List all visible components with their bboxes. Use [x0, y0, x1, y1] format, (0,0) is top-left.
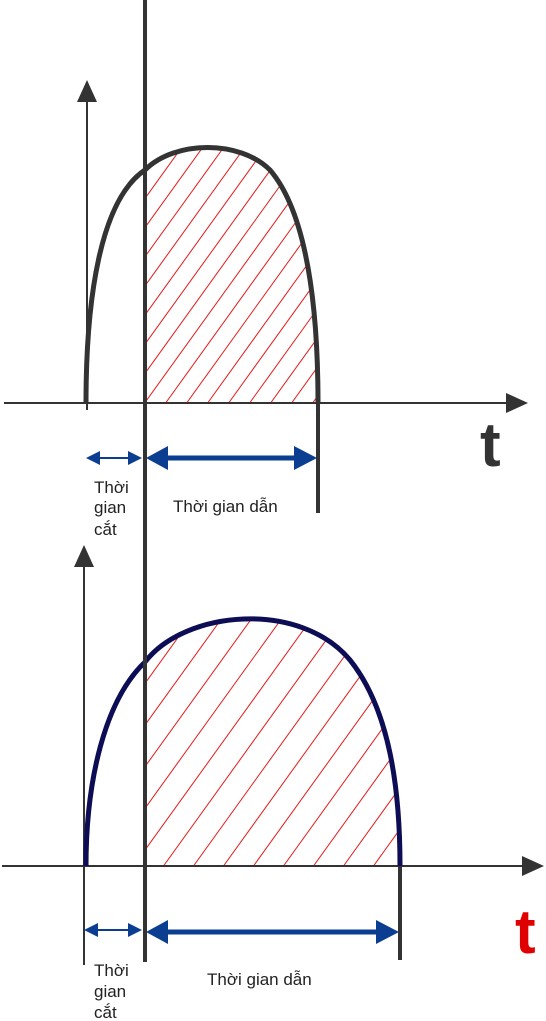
hatch-line: [228, 147, 318, 403]
hatch-line: [145, 147, 209, 403]
top-hatch-area: [145, 140, 523, 403]
top-cut-label-line1: Thời: [94, 478, 129, 497]
top-conduction-time-arrow: [146, 446, 317, 470]
hatch-line: [193, 618, 386, 866]
bottom-cut-label-line1: Thời: [94, 961, 129, 980]
bottom-x-axis-arrowhead: [522, 856, 544, 876]
hatch-line: [145, 147, 146, 403]
hatch-line: [186, 147, 318, 403]
hatch-line: [253, 618, 400, 866]
top-t-axis-label: t: [480, 411, 501, 480]
hatch-line: [145, 147, 230, 403]
bottom-conduction-time-arrow: [146, 920, 399, 944]
hatch-line: [249, 147, 318, 403]
bottom-y-axis-arrowhead: [74, 545, 94, 567]
top-current-curve: [83, 145, 321, 404]
hatch-line: [145, 147, 188, 403]
hatch-line: [343, 618, 400, 866]
hatch-line: [145, 618, 236, 866]
hatch-line: [145, 618, 146, 866]
hatch-line: [312, 147, 318, 403]
top-cut-time-arrow: [86, 451, 142, 465]
hatch-line: [145, 147, 167, 403]
hatch-line: [403, 600, 546, 866]
top-conduction-label: Thời gian dẫn: [173, 497, 278, 516]
hatch-line: [145, 618, 326, 866]
bottom-conduction-label: Thời gian dẫn: [207, 970, 312, 989]
hatch-line: [145, 147, 318, 403]
top-y-axis-arrowhead: [77, 80, 97, 102]
hatch-line: [291, 147, 318, 403]
hatch-line: [313, 618, 400, 866]
bottom-panel: Thời gian cắt Thời gian dẫn t: [2, 545, 546, 1021]
bottom-current-curve: [83, 616, 403, 867]
bottom-cut-label-line2: gian: [94, 982, 126, 1001]
hatch-line: [163, 618, 356, 866]
hatch-line: [145, 147, 293, 403]
hatch-line: [145, 618, 206, 866]
top-x-axis-arrowhead: [506, 393, 528, 413]
bottom-cut-label-line3: cắt: [94, 1003, 117, 1021]
hatch-line: [145, 618, 296, 866]
hatch-line: [145, 618, 266, 866]
hatch-line: [207, 147, 318, 403]
hatch-line: [334, 140, 523, 403]
hatch-line: [145, 147, 251, 403]
bottom-cut-time-arrow: [84, 923, 142, 937]
bottom-hatch-area: [145, 600, 546, 866]
hatch-line: [165, 147, 318, 403]
top-cut-label-line2: gian: [94, 498, 126, 517]
hatch-line: [283, 618, 400, 866]
top-panel: Thời gian cắt Thời gian dẫn t: [4, 80, 528, 539]
top-cut-label-line3: cắt: [94, 520, 117, 539]
bottom-t-axis-label: t: [515, 898, 536, 967]
hatch-line: [145, 147, 272, 403]
hatch-line: [145, 147, 314, 403]
hatch-line: [270, 147, 318, 403]
